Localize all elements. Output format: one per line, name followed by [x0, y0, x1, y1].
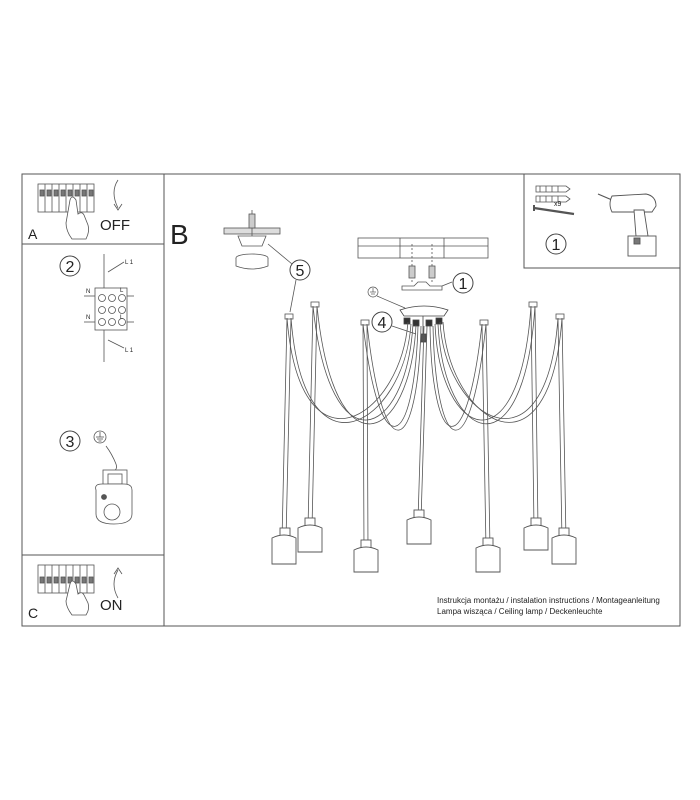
step-3-number: 3: [66, 434, 75, 451]
step-4-number: 4: [378, 315, 387, 332]
lamp-shade: [271, 527, 297, 565]
step-5-marker: 5: [289, 259, 311, 281]
tools-box: [523, 173, 681, 269]
wire-l-right-bottom-label: L: [120, 315, 124, 321]
step-2-number: 2: [66, 259, 75, 276]
drill-illustration: [597, 193, 657, 257]
ceiling-bracket-illustration: [357, 237, 489, 291]
lamp-shade: [475, 537, 501, 573]
lamp-shade: [551, 527, 577, 565]
hand-icon: [65, 580, 90, 616]
wall-plugs-and-screws-illustration: [533, 185, 575, 216]
ground-symbol-icon: [367, 286, 406, 309]
off-label: OFF: [100, 217, 130, 234]
on-label: ON: [100, 597, 123, 614]
hand-icon: [65, 196, 90, 240]
screw-count-label: x9: [554, 201, 562, 208]
ground-symbol-icon: [93, 430, 107, 444]
breaker-switches: [39, 184, 94, 212]
step-3-marker: 3: [59, 430, 81, 452]
product-title: Lampa wisząca / Ceiling lamp / Deckenleu…: [437, 607, 603, 616]
lamp-shade: [297, 517, 323, 553]
lamp-shades: [271, 509, 577, 573]
step-5-number: 5: [296, 263, 305, 280]
wire-l1-bottom-label: L 1: [125, 348, 134, 354]
outer-frame: [21, 173, 681, 627]
wire-n-left-label: N: [86, 289, 90, 295]
shade-mount-illustration: [223, 210, 293, 270]
wire-l-right-label: L: [120, 288, 124, 294]
step-1-mount-number: 1: [459, 276, 468, 293]
step-1-tools-marker: 1: [545, 233, 567, 255]
lamp-shade: [406, 509, 432, 545]
wire-n-left-bottom-label: N: [86, 315, 90, 321]
arrow-up-icon: [113, 569, 119, 599]
pendant-cables: [281, 305, 567, 551]
step-2-marker: 2: [59, 255, 81, 277]
lamp-shade: [523, 517, 549, 551]
arrow-down-icon: [113, 179, 119, 209]
panel-c-letter: C: [28, 605, 38, 621]
breaker-off-illustration: [37, 179, 123, 240]
breaker-on-illustration: [37, 564, 123, 616]
instructions-title: Instrukcja montażu / instalation instruc…: [437, 596, 660, 605]
step-5-leader: [289, 279, 297, 313]
panel-a-letter: A: [28, 226, 38, 242]
terminal-block-illustration: [84, 254, 134, 362]
panel-b-letter: B: [170, 219, 189, 250]
wire-l1-top-label: L 1: [125, 260, 134, 266]
lamp-shade: [353, 539, 379, 573]
ground-clamp-illustration: [93, 430, 133, 525]
step-1-tools-number: 1: [552, 237, 561, 254]
step-1-mount-marker: 1: [452, 272, 474, 294]
step-4-marker: 4: [371, 311, 393, 333]
cable-hooks: [284, 301, 565, 326]
